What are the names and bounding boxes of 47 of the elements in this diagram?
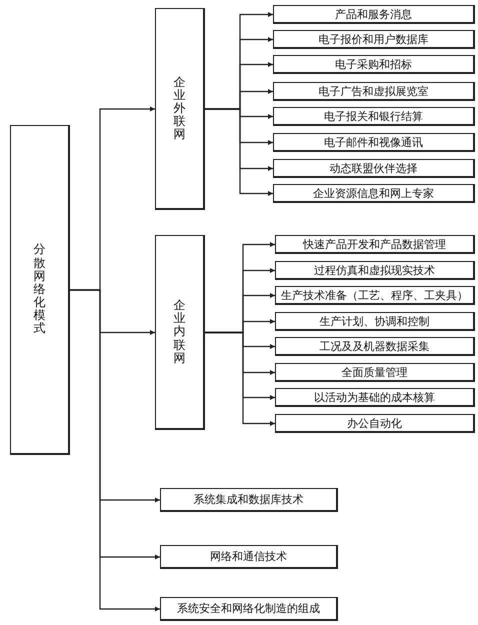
node-label: 企业资源信息和网上专家 xyxy=(313,188,434,198)
node-label: 企业外联网 xyxy=(174,76,186,142)
node-label: 电子采购和招标 xyxy=(335,58,412,70)
node-label: 全面质量管理 xyxy=(342,366,408,378)
arrow xyxy=(205,332,275,426)
node-label: 办公自动化 xyxy=(347,418,402,428)
text-box xyxy=(273,184,475,203)
text-box xyxy=(275,414,475,433)
node-label: 电子报价和用户数据库 xyxy=(318,34,428,44)
text-box xyxy=(160,545,338,569)
node-label: 以活动为基础的成本核算 xyxy=(314,392,435,402)
text-box xyxy=(275,363,475,382)
node-label: 快速产品开发和产品数据管理 xyxy=(303,238,446,250)
arrow xyxy=(70,289,160,612)
node-label: 电子广告和虚拟展览室 xyxy=(318,86,428,96)
node-label: 电子报关和银行结算 xyxy=(324,110,423,122)
text-box xyxy=(273,159,475,178)
text-box xyxy=(273,30,475,49)
text-box xyxy=(275,388,475,407)
text-box xyxy=(275,337,475,356)
node-label: 电子邮件和视像通讯 xyxy=(324,136,423,148)
node-label: 分散网络化模式 xyxy=(34,243,46,336)
text-box xyxy=(10,125,70,455)
text-box xyxy=(275,261,475,280)
node-label: 产品和服务消息 xyxy=(335,8,412,20)
node-label: 企业内联网 xyxy=(174,299,186,365)
text-box xyxy=(275,286,475,305)
text-box xyxy=(160,488,338,512)
node-label: 动态联盟伙伴选择 xyxy=(330,162,418,174)
text-box xyxy=(275,235,475,254)
text-box xyxy=(273,107,475,126)
node-label: 工况及及机器数据采集 xyxy=(320,340,430,352)
node-label: 生产计划、协调和控制 xyxy=(320,316,430,326)
text-box xyxy=(273,82,475,101)
text-box xyxy=(155,8,205,210)
text-box xyxy=(273,5,475,24)
node-label: 网络和通信技术 xyxy=(210,551,287,562)
text-box xyxy=(273,133,475,152)
text-box xyxy=(160,597,338,621)
node-label: 生产技术准备（工艺、程序、工夹具） xyxy=(281,290,468,300)
text-box xyxy=(273,55,475,74)
text-box xyxy=(155,235,205,430)
arrow xyxy=(205,108,273,196)
text-box xyxy=(275,312,475,331)
node-label: 系统集成和数据库技术 xyxy=(194,494,304,505)
node-label: 系统安全和网络化制造的组成 xyxy=(177,603,320,614)
node-label: 过程仿真和虚拟现实技术 xyxy=(314,264,435,276)
